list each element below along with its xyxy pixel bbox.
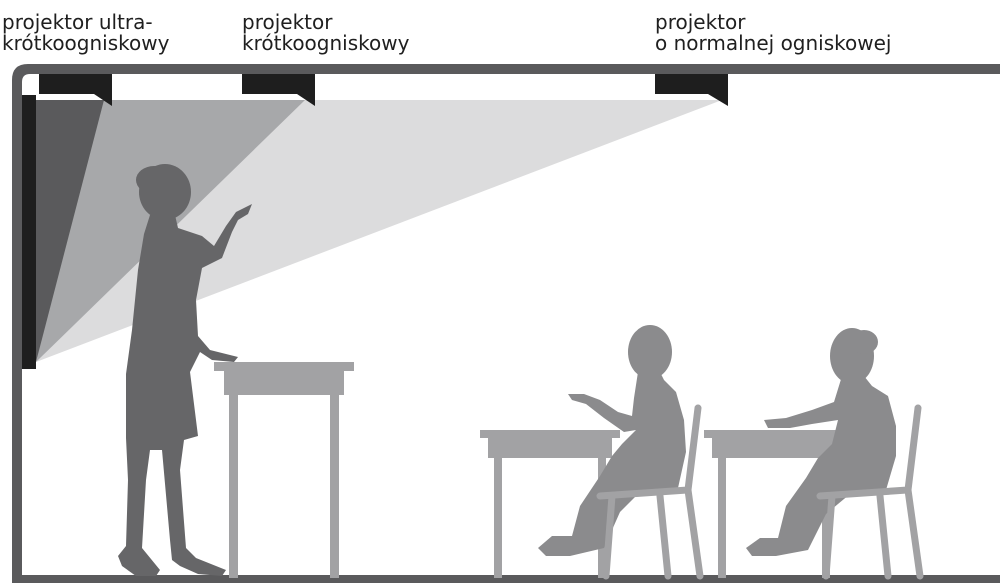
- teacher-desk: [214, 362, 354, 578]
- label-normal-throw-projector: projektor o normalnej ogniskowej: [655, 12, 891, 54]
- label-ultra-line1: projektor ultra-: [2, 12, 169, 33]
- label-normal-line1: projektor: [655, 12, 891, 33]
- label-normal-line2: o normalnej ogniskowej: [655, 33, 891, 54]
- label-short-line2: krótkoogniskowy: [242, 33, 409, 54]
- projection-screen: [22, 95, 36, 369]
- label-short-throw-projector: projektor krótkoogniskowy: [242, 12, 409, 54]
- label-short-line1: projektor: [242, 12, 409, 33]
- label-ultra-short-throw-projector: projektor ultra- krótkoogniskowy: [2, 12, 169, 54]
- label-ultra-line2: krótkoogniskowy: [2, 33, 169, 54]
